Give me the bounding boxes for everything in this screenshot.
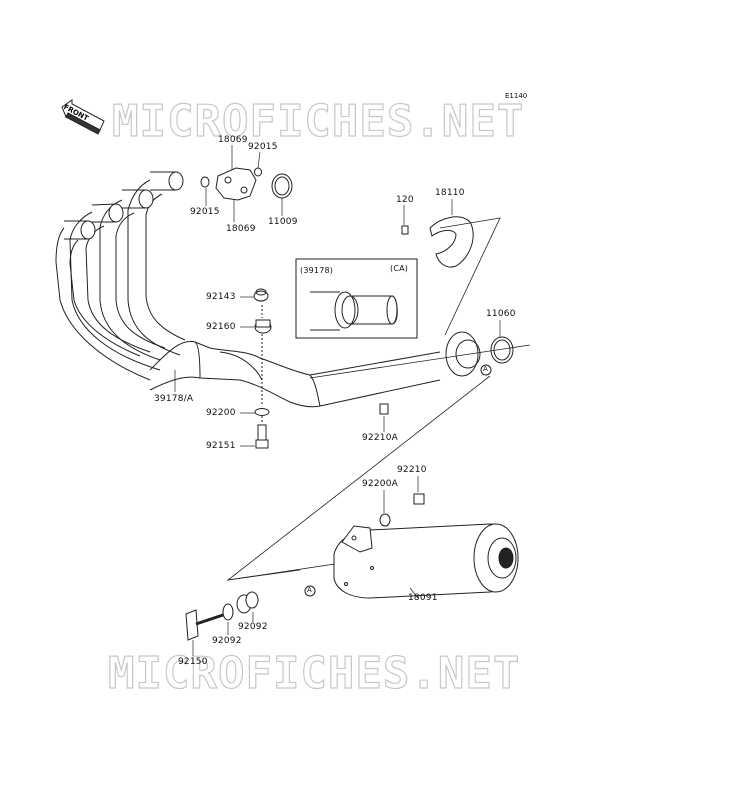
part-label-18091: 18091 (408, 593, 438, 603)
part-label-92200a: 92200A (362, 479, 398, 489)
part-label-92015-left: 92015 (190, 207, 220, 217)
ref-marker-a-1-label: A (483, 365, 488, 373)
part-label-11009: 11009 (268, 217, 298, 227)
flange-assembly (200, 167, 293, 201)
part-label-120: 120 (396, 195, 414, 205)
watermark-top: MICROFICHES.NET (111, 96, 525, 147)
part-label-92150: 92150 (178, 657, 208, 667)
mount-hardware (253, 288, 272, 449)
part-label-39178a: 39178/A (154, 394, 194, 404)
ref-marker-a-1 (480, 364, 492, 376)
part-label-18069-bottom: 18069 (226, 224, 256, 234)
muffler (333, 523, 519, 599)
inset-box (295, 258, 418, 339)
watermark-bottom: MICROFICHES.NET (107, 648, 521, 699)
header-pipes (55, 171, 441, 408)
part-label-92210: 92210 (397, 465, 427, 475)
part-label-92200: 92200 (206, 408, 236, 418)
part-label-92092-right: 92092 (238, 622, 268, 632)
inset-region: (CA) (390, 264, 409, 273)
part-label-92092-left: 92092 (212, 636, 242, 646)
part-label-92015-top: 92015 (248, 142, 278, 152)
heat-shield (401, 216, 474, 268)
part-label-18069-top: 18069 (218, 135, 248, 145)
ref-marker-a-2 (304, 585, 316, 597)
diagram-code: E1140 (505, 92, 528, 100)
ref-marker-a-2-label: A (307, 586, 312, 594)
muffler-mount-hardware (379, 493, 425, 527)
part-label-92151: 92151 (206, 441, 236, 451)
part-label-11060: 11060 (486, 309, 516, 319)
clamp-bolt-assembly (185, 591, 259, 641)
leader-lines (174, 145, 501, 656)
part-label-92210a: 92210A (362, 433, 398, 443)
part-label-92143: 92143 (206, 292, 236, 302)
part-label-92160: 92160 (206, 322, 236, 332)
outlet-flange (445, 331, 514, 377)
nut-92210a (379, 403, 389, 415)
inset-part-ref: (39178) (300, 266, 334, 275)
front-arrow-icon (61, 99, 105, 135)
part-label-18110: 18110 (435, 188, 465, 198)
